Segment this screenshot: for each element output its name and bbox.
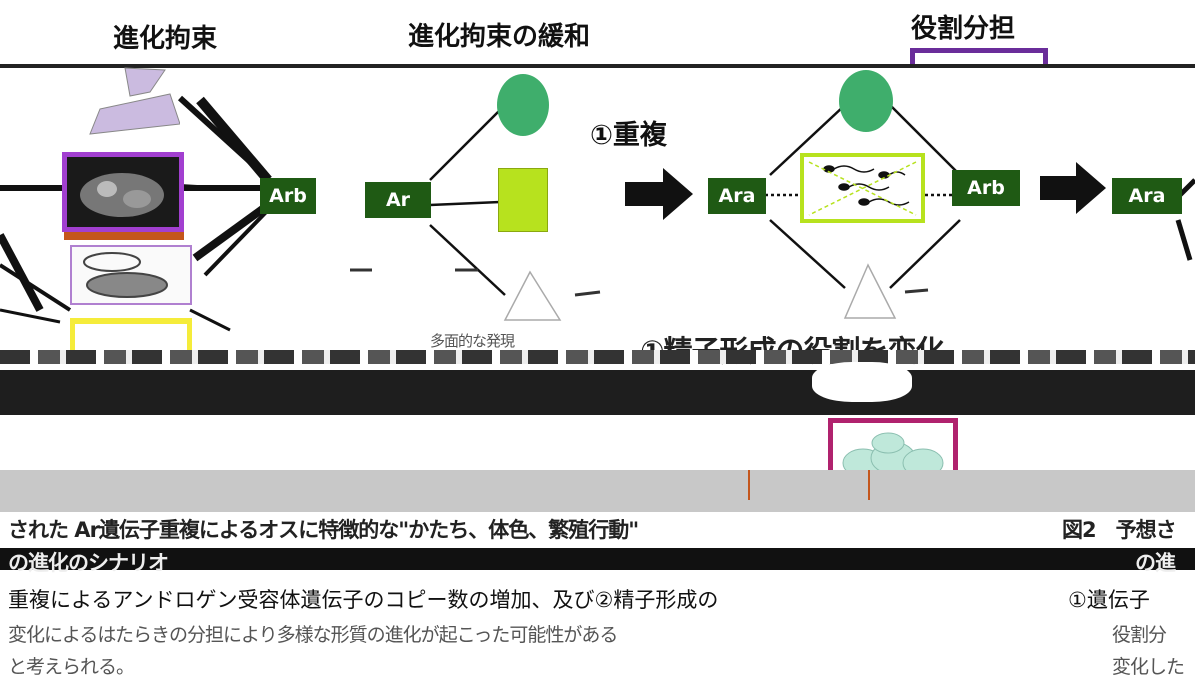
lime-square bbox=[498, 168, 548, 232]
connector-line bbox=[1178, 178, 1195, 197]
title-evolutionary-constraint: 進化拘束 bbox=[113, 24, 218, 54]
gene-ar: Ar bbox=[365, 182, 431, 218]
gray-band bbox=[0, 470, 1195, 512]
orange-tick bbox=[868, 470, 870, 500]
diverse-expression-fragment: 多面的な発現 bbox=[430, 332, 515, 350]
connector-line bbox=[889, 104, 961, 176]
connector-line bbox=[429, 200, 501, 207]
duplication-label: ①重複 bbox=[590, 120, 667, 151]
fish-head-image bbox=[62, 152, 184, 232]
gene-arb-middle: Arb bbox=[952, 170, 1020, 206]
caption-right-4: 役割分 bbox=[1112, 624, 1167, 646]
connector-line bbox=[196, 96, 272, 184]
yellow-bar-right bbox=[187, 318, 192, 358]
dash-artifact bbox=[904, 288, 929, 294]
green-circle-top bbox=[497, 74, 549, 136]
title-relaxation-of-constraint: 進化拘束の緩和 bbox=[408, 22, 591, 52]
connector-line bbox=[189, 308, 231, 332]
caption-dark-band bbox=[0, 548, 1195, 570]
testis-cells-image bbox=[828, 418, 958, 478]
orange-tick bbox=[748, 470, 750, 500]
yellow-bar-left bbox=[70, 318, 75, 358]
wing-image bbox=[70, 64, 181, 144]
connector-line bbox=[203, 206, 272, 277]
connector-line bbox=[769, 219, 846, 289]
caption-line-2: の進化のシナリオ bbox=[8, 551, 169, 575]
gene-ara-right: Ara bbox=[1112, 178, 1182, 214]
caption-right-1: 図2 予想さ bbox=[1062, 518, 1177, 542]
caption-line-4: 変化によるはたらきの分担により多様な形質の進化が起こった可能性がある bbox=[8, 624, 618, 646]
fish-pair-image bbox=[70, 245, 192, 305]
connector-line bbox=[0, 233, 44, 312]
title-division-of-roles: 役割分担 bbox=[911, 14, 1016, 44]
caption-line-5: と考えられる。 bbox=[8, 656, 135, 678]
caption-right-5: 変化した bbox=[1112, 656, 1185, 678]
diagram-connectors bbox=[0, 95, 1195, 332]
gene-arb-left: Arb bbox=[260, 178, 316, 214]
caption-right-3: ①遺伝子 bbox=[1068, 588, 1150, 612]
sperm-image bbox=[800, 153, 925, 223]
green-circle-right bbox=[839, 70, 893, 132]
connector-line bbox=[1175, 219, 1193, 261]
connector-line bbox=[0, 308, 61, 324]
orange-bar bbox=[64, 232, 184, 240]
caption-right-2: の進 bbox=[1135, 551, 1176, 575]
connector-line bbox=[0, 263, 72, 312]
role-division-bracket bbox=[910, 48, 1048, 67]
yellow-bar bbox=[70, 318, 192, 324]
triangle-outline bbox=[503, 270, 562, 321]
connector-line bbox=[769, 104, 846, 176]
connector-line bbox=[179, 184, 266, 191]
gene-ara-middle: Ara bbox=[708, 178, 766, 214]
artifact-stripe bbox=[0, 350, 1195, 364]
caption-line-3: 重複によるアンドロゲン受容体遺伝子のコピー数の増加、及び②精子形成の bbox=[8, 588, 719, 612]
connector-line bbox=[429, 99, 511, 181]
caption-line-1: された Ar遺伝子重複によるオスに特徴的な"かたち、体色、繁殖行動" bbox=[8, 518, 639, 542]
connector-line bbox=[429, 224, 506, 296]
ellipse-artifact bbox=[812, 362, 912, 402]
right-arrow-2 bbox=[1040, 162, 1106, 214]
connector-line bbox=[192, 201, 271, 262]
dash-artifact bbox=[574, 290, 601, 297]
triangle-outline bbox=[843, 263, 897, 319]
top-artifact-line bbox=[0, 64, 1195, 68]
dark-band bbox=[0, 370, 1195, 415]
right-arrow-1 bbox=[625, 168, 693, 220]
connector-line bbox=[889, 219, 961, 289]
